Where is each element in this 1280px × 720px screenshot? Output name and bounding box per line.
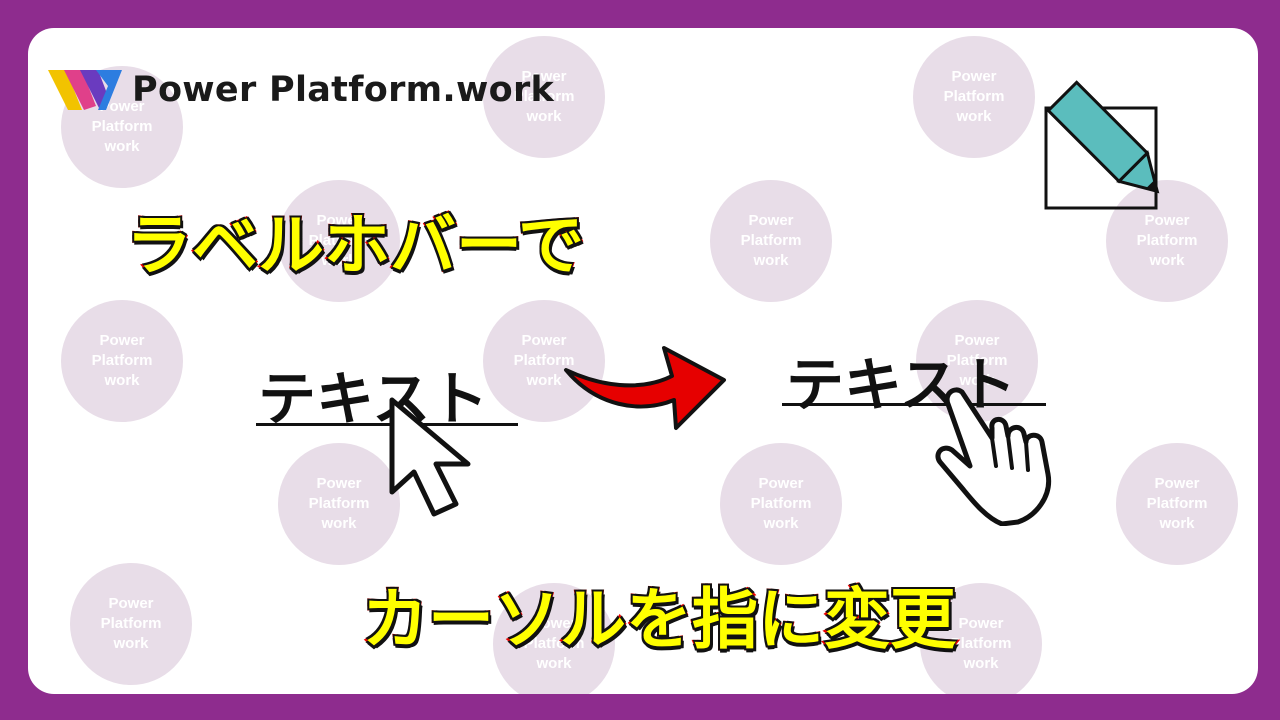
watermark: Power Platform work: [61, 300, 183, 422]
label-after-underline: [782, 403, 1046, 406]
watermark: Power Platform work: [710, 180, 832, 302]
watermark: Power Platform work: [916, 300, 1038, 422]
caption-bottom: カーソルを指に変更: [360, 579, 958, 660]
label-after: テキスト: [786, 351, 1017, 419]
arrow-cursor-icon: [389, 397, 471, 517]
content-panel: Power Platform work Power Platform work …: [28, 28, 1258, 694]
watermark: Power Platform work: [913, 36, 1035, 158]
watermark: Power Platform work: [920, 583, 1042, 694]
watermark: Power Platform work: [720, 443, 842, 565]
watermark: Power Platform work: [483, 300, 605, 422]
hand-pointer-icon: [935, 387, 1052, 526]
watermark: Power Platform work: [278, 180, 400, 302]
caption-top: ラベルホバーで: [124, 205, 586, 286]
label-before: テキスト: [258, 365, 489, 433]
pencil-icon: [1044, 80, 1160, 210]
red-arrow-icon: [564, 346, 726, 430]
brand-logo: Power Platform.work: [46, 66, 554, 114]
watermark: Power Platform work: [493, 583, 615, 694]
brand-name: Power Platform.work: [132, 70, 555, 110]
watermark: Power Platform work: [1106, 180, 1228, 302]
watermark: Power Platform work: [70, 563, 192, 685]
brand-mark-icon: [48, 70, 122, 110]
label-before-underline: [256, 423, 518, 426]
watermark: Power Platform work: [483, 36, 605, 158]
watermark: Power Platform work: [1116, 443, 1238, 565]
watermark: Power Platform work: [278, 443, 400, 565]
